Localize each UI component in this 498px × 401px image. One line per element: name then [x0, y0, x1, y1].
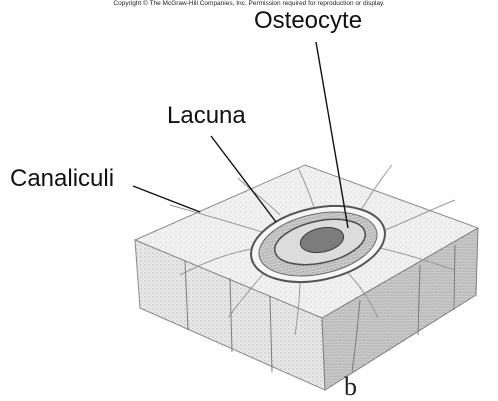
- panel-letter: b: [344, 374, 357, 400]
- osteocyte-label: Osteocyte: [254, 9, 362, 33]
- canaliculi-label: Canaliculi: [10, 167, 114, 191]
- lacuna-label: Lacuna: [167, 104, 246, 128]
- canaliculi-leader: [133, 186, 200, 212]
